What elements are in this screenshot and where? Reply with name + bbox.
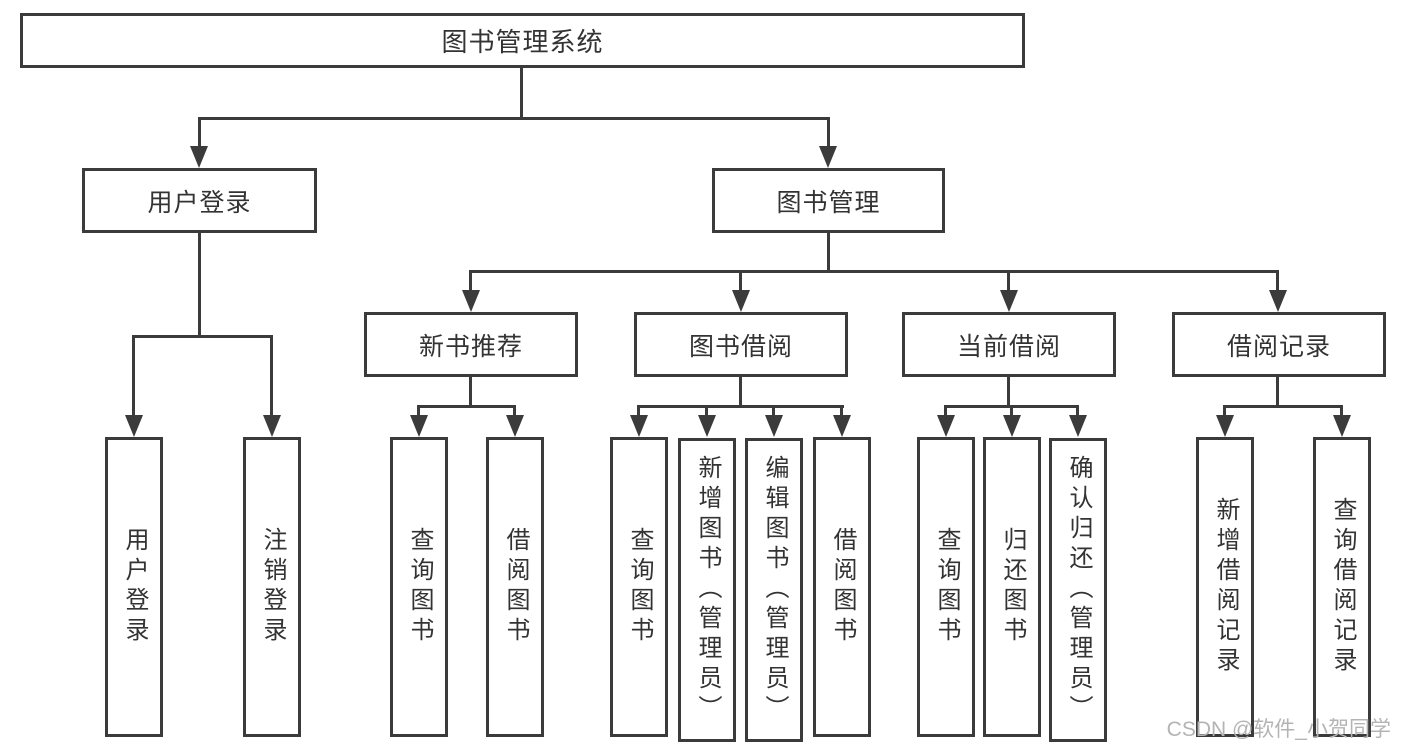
watermark: CSDN @软件_小贺同学 [1166,718,1391,741]
arrow-down-icon [819,146,837,168]
leaf-cb-return-book: 归还图书 [983,437,1041,737]
connector-line [1007,270,1010,292]
arrow-down-icon [190,146,208,168]
arrow-down-icon [698,415,716,437]
node-book-borrow: 图书借阅 [634,312,848,377]
arrow-down-icon [462,290,480,312]
node-new-book-recommend: 新书推荐 [364,312,578,377]
connector-line [1276,270,1279,292]
leaf-user-login: 用户登录 [105,437,163,737]
leaf-nb-borrow-book: 借阅图书 [486,437,544,737]
leaf-bb-add-book-admin: 新增图书（管理员） [678,438,736,742]
arrow-down-icon [1069,415,1087,437]
leaf-bb-borrow-book: 借阅图书 [813,437,871,737]
connector-line [840,405,843,417]
connector-line [772,405,775,417]
connector-line [739,270,742,292]
connector-line [198,233,201,338]
node-book-management: 图书管理 [712,168,945,233]
arrow-down-icon [410,415,428,437]
connector-line [417,405,420,417]
node-user-login: 用户登录 [82,168,317,233]
connector-line [827,233,830,273]
connector-line [944,405,947,417]
connector-line [705,405,708,417]
connector-line [827,117,830,148]
arrow-down-icon [833,415,851,437]
leaf-bb-edit-book-admin: 编辑图书（管理员） [745,438,803,742]
leaf-cb-query-book: 查询图书 [917,437,975,737]
connector-line [637,405,640,417]
connector-line [513,405,516,417]
connector-line [198,117,830,120]
arrow-down-icon [1000,290,1018,312]
leaf-logout: 注销登录 [243,437,301,737]
arrow-down-icon [732,290,750,312]
connector-line [132,335,135,418]
connector-line [132,335,273,338]
arrow-down-icon [1216,415,1234,437]
arrow-down-icon [765,415,783,437]
arrow-down-icon [1269,290,1287,312]
arrow-down-icon [1333,415,1351,437]
arrow-down-icon [630,415,648,437]
arrow-down-icon [506,415,524,437]
leaf-bb-query-book: 查询图书 [610,437,668,737]
connector-line [1223,405,1226,417]
arrow-down-icon [263,415,281,437]
connector-line [1010,405,1013,417]
connector-line [520,68,523,118]
connector-line [1340,405,1343,417]
connector-line [270,335,273,418]
leaf-nb-query-book: 查询图书 [390,437,448,737]
node-borrow-records: 借阅记录 [1172,312,1386,377]
arrow-down-icon [937,415,955,437]
connector-line [739,377,742,407]
leaf-br-query-record: 查询借阅记录 [1313,437,1371,737]
connector-line [637,405,844,408]
connector-line [417,405,515,408]
node-current-borrow: 当前借阅 [902,312,1116,377]
connector-line [469,270,472,292]
connector-line [469,270,1279,273]
node-root-library-system: 图书管理系统 [20,13,1025,68]
connector-line [198,117,201,148]
connector-line [1276,377,1279,407]
leaf-cb-confirm-return-admin: 确认归还（管理员） [1049,438,1107,742]
arrow-down-icon [1003,415,1021,437]
leaf-br-add-record: 新增借阅记录 [1196,437,1254,737]
connector-line [1076,405,1079,417]
connector-line [469,377,472,407]
connector-line [1223,405,1343,408]
arrow-down-icon [125,415,143,437]
connector-line [1007,377,1010,407]
